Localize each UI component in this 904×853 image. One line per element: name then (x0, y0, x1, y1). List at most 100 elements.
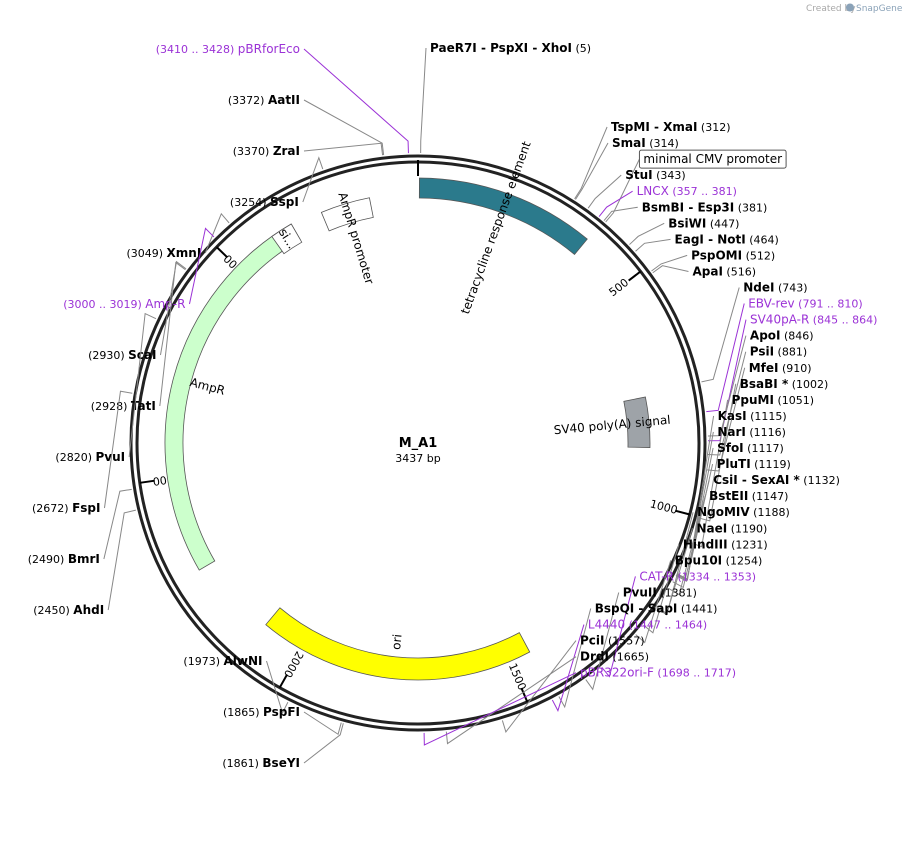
site-label-mfei[interactable]: MfeI (910) (749, 361, 812, 375)
site-label-bmri[interactable]: (2490) BmrI (28, 552, 100, 566)
site-label-text: BsiWI (447) (668, 216, 739, 230)
site-label-text: BspQI - SapI (1441) (595, 602, 718, 616)
site-label-text: SmaI (314) (612, 136, 679, 150)
site-name: EBV-rev (748, 297, 794, 311)
site-label-xmni[interactable]: (3049) XmnI (126, 246, 201, 260)
site-label-apai[interactable]: ApaI (516) (692, 264, 756, 278)
feature-tetracycline-response-element[interactable] (418, 177, 588, 256)
site-label-smai[interactable]: SmaI (314) (612, 136, 679, 150)
feature-ampr-promoter[interactable] (320, 197, 374, 232)
site-label-bsteii[interactable]: BstEII (1147) (709, 489, 788, 503)
site-name: BsmBI (642, 200, 684, 214)
site-label-nari[interactable]: NarI (1116) (717, 425, 786, 439)
site-label-pvui[interactable]: (2820) PvuI (55, 450, 125, 464)
site-label-alwni[interactable]: (1973) AlwNI (183, 654, 262, 668)
site-name: L4440 (588, 618, 625, 632)
site-name: SfoI (717, 441, 744, 455)
site-label-bsiwi[interactable]: BsiWI (447) (668, 216, 739, 230)
site-position: (2928) (91, 400, 131, 413)
site-name: PspFI (263, 705, 300, 719)
site-label-pcii[interactable]: PciI (1557) (580, 634, 645, 648)
site-label-lncx[interactable]: LNCX (357 .. 381) (637, 184, 737, 198)
site-label-pluti[interactable]: PluTI (1119) (717, 457, 791, 471)
site-position: (1132) (800, 474, 840, 487)
site-label-minimal-cmv-promoter[interactable]: minimal CMV promoter (638, 149, 787, 169)
site-label-fspi[interactable]: (2672) FspI (32, 501, 100, 515)
site-label-text: BsaBI * (1002) (740, 377, 829, 391)
site-label-zrai[interactable]: (3370) ZraI (233, 144, 300, 158)
site-position: (3000 .. 3019) (63, 298, 145, 311)
site-label-bseyi[interactable]: (1861) BseYI (222, 756, 300, 770)
site-label-text: DrdI (1665) (580, 650, 649, 664)
feature-sv40-poly-a-signal[interactable] (623, 396, 651, 448)
site-label-text: (3370) ZraI (233, 144, 300, 158)
site-label-aatii[interactable]: (3372) AatII (228, 93, 300, 107)
label-box (638, 149, 787, 169)
site-labels: TspMI - XmaI (312) SmaI (314) minimal CMV … (28, 41, 878, 770)
site-label-bpu10i[interactable]: Bpu10I (1254) (675, 553, 763, 567)
leader-tspmi-xmai (574, 126, 608, 200)
site-label-text: NaeI (1190) (696, 521, 767, 535)
site-label-ebv-rev[interactable]: EBV-rev (791 .. 810) (748, 297, 863, 311)
feature-si[interactable] (271, 223, 303, 255)
leader-scai (159, 260, 187, 356)
leader-pvuii (585, 592, 620, 691)
site-label-kasi[interactable]: KasI (1115) (718, 409, 787, 423)
site-label-pvuii[interactable]: PvuII (1381) (623, 585, 697, 599)
site-label-naei[interactable]: NaeI (1190) (696, 521, 767, 535)
site-position: (1002) (788, 378, 828, 391)
site-label-psii[interactable]: PsiI (881) (750, 345, 807, 359)
site-label-stui[interactable]: StuI (343) (625, 168, 685, 182)
site-label-text: PvuII (1381) (623, 585, 697, 599)
credit-prefix: Created by (806, 4, 856, 14)
site-label-scai[interactable]: (2930) ScaI (88, 348, 156, 362)
leader-aatii (303, 99, 385, 156)
site-name: BstEII (709, 489, 748, 503)
site-label-text: NgoMIV (1188) (697, 505, 790, 519)
leader-pcii (501, 640, 577, 734)
site-label-sspi[interactable]: (3254) SspI (230, 195, 299, 209)
site-label-tspmi-xmai[interactable]: TspMI - XmaI (312) (611, 120, 730, 134)
site-label-csii-sexai[interactable]: CsiI - SexAI * (1132) (713, 473, 840, 487)
site-label-sfoi[interactable]: SfoI (1117) (717, 441, 784, 455)
site-label-amp-r[interactable]: (3000 .. 3019) Amp-R (63, 297, 185, 311)
site-label-hindiii[interactable]: HindIII (1231) (683, 537, 768, 551)
site-label-bspqi-sapi[interactable]: BspQI - SapI (1441) (595, 602, 718, 616)
site-position: (3372) (228, 94, 268, 107)
site-position: (1190) (727, 522, 767, 535)
site-label-paer7i-pspxi-xhoi[interactable]: PaeR7I - PspXI - XhoI (5) (430, 41, 591, 55)
site-label-sv40pa-r[interactable]: SV40pA-R (845 .. 864) (750, 313, 877, 327)
leader-bsmbi-esp3i (603, 206, 638, 221)
site-position: (2450) (33, 604, 73, 617)
leader-xmni (204, 212, 230, 254)
site-label-l4440[interactable]: L4440 (1447 .. 1464) (588, 618, 707, 632)
feature-ori[interactable] (265, 607, 531, 681)
site-label-bsmbi-esp3i[interactable]: BsmBI - Esp3I (381) (642, 200, 768, 214)
site-label-ppumi[interactable]: PpuMI (1051) (732, 393, 814, 407)
site-label-pbrforeco[interactable]: (3410 .. 3428) pBRforEco (156, 42, 300, 56)
site-name: HindIII (683, 537, 728, 551)
site-label-ahdi[interactable]: (2450) AhdI (33, 603, 104, 617)
site-label-pspfi[interactable]: (1865) PspFI (223, 705, 300, 719)
site-label-tati[interactable]: (2928) TatI (91, 399, 156, 413)
site-label-eagi-noti[interactable]: EagI - NotI (464) (675, 232, 779, 246)
site-label-text: (3372) AatII (228, 93, 300, 107)
site-position: (1051) (774, 394, 814, 407)
site-position: (3410 .. 3428) (156, 43, 238, 56)
site-label-apoi[interactable]: ApoI (846) (750, 329, 814, 343)
site-label-pbr322ori-f[interactable]: pBR322ori-F (1698 .. 1717) (580, 666, 736, 680)
leader-pbr322ori-f (423, 672, 577, 746)
site-label-bsabi[interactable]: BsaBI * (1002) (740, 377, 829, 391)
site-label-text: Bpu10I (1254) (675, 553, 763, 567)
site-name: BmrI (68, 552, 100, 566)
site-name: PciI (580, 634, 605, 648)
site-label-ndei[interactable]: NdeI (743) (743, 281, 807, 295)
site-name: minimal CMV promoter (643, 152, 782, 166)
site-label-cat-r[interactable]: CAT-R (1334 .. 1353) (639, 569, 756, 583)
tick-label-1000: 1000 (649, 497, 679, 517)
site-label-drdi[interactable]: DrdI (1665) (580, 650, 649, 664)
site-label-ngomiv[interactable]: NgoMIV (1188) (697, 505, 790, 519)
site-name: - NotI (704, 232, 746, 246)
site-label-pspomi[interactable]: PspOMI (512) (691, 248, 775, 262)
